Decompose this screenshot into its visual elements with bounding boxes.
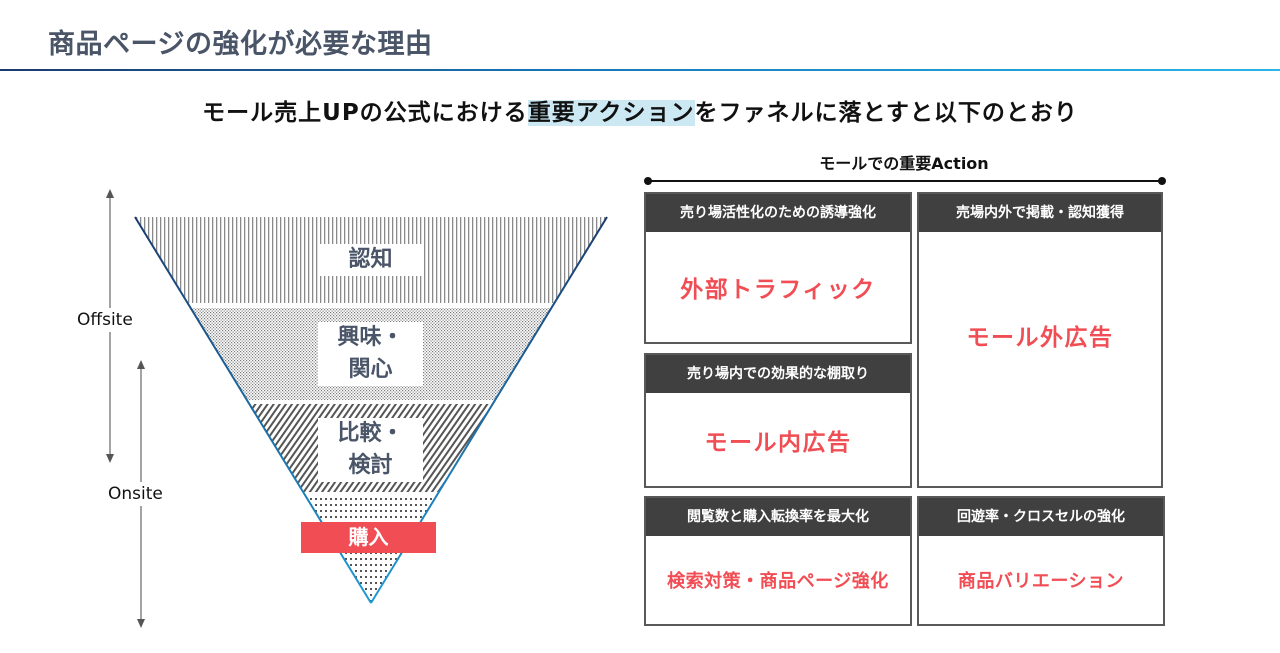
action-card-value: 商品バリエーション bbox=[957, 571, 1125, 592]
action-card-search-product-page: 閲覧数と購入転換率を最大化 検索対策・商品ページ強化 bbox=[644, 496, 912, 626]
stage-awareness-label: 認知 bbox=[318, 244, 423, 276]
action-card-offmall-ads: 売場内外で掲載・認知獲得 モール外広告 bbox=[917, 192, 1163, 488]
subtitle-highlight: 重要アクション bbox=[527, 100, 695, 126]
action-card-value: モール外広告 bbox=[966, 325, 1114, 351]
action-card-heading: 売り場内での効果的な棚取り bbox=[646, 355, 910, 393]
actions-title: モールでの重要Action bbox=[819, 154, 989, 173]
action-card-product-variation: 回遊率・クロスセルの強化 商品バリエーション bbox=[917, 496, 1165, 626]
action-card-value: モール内広告 bbox=[704, 429, 852, 456]
actions-bracket-left-dot bbox=[644, 177, 652, 185]
stage-purchase-label: 購入 bbox=[301, 522, 436, 553]
action-card-heading: 回遊率・クロスセルの強化 bbox=[919, 498, 1163, 536]
action-card-heading: 売り場活性化のための誘導強化 bbox=[646, 194, 910, 232]
action-card-heading: 閲覧数と購入転換率を最大化 bbox=[646, 498, 910, 536]
stage-consideration-label: 比較・ 検討 bbox=[318, 418, 423, 482]
offsite-label: Offsite bbox=[77, 308, 133, 332]
action-card-value: 外部トラフィック bbox=[680, 277, 876, 303]
subtitle-after: をファネルに落とすと以下のとおり bbox=[694, 100, 1078, 126]
action-card-inmall-ads: 売り場内での効果的な棚取り モール内広告 bbox=[644, 353, 912, 488]
action-card-external-traffic: 売り場活性化のための誘導強化 外部トラフィック bbox=[644, 192, 912, 344]
actions-bracket-line bbox=[648, 180, 1162, 182]
actions-bracket-right-dot bbox=[1158, 177, 1166, 185]
stage-interest-label: 興味・ 関心 bbox=[318, 322, 423, 386]
action-card-heading: 売場内外で掲載・認知獲得 bbox=[919, 194, 1161, 232]
action-card-value: 検索対策・商品ページ強化 bbox=[667, 571, 889, 592]
subtitle: モール売上UPの公式における重要アクションをファネルに落とすと以下のとおり bbox=[0, 93, 1280, 127]
page-title: 商品ページの強化が必要な理由 bbox=[48, 29, 433, 60]
subtitle-before: モール売上UPの公式における bbox=[202, 100, 528, 126]
onsite-label: Onsite bbox=[108, 482, 163, 506]
header-divider bbox=[0, 69, 1280, 71]
